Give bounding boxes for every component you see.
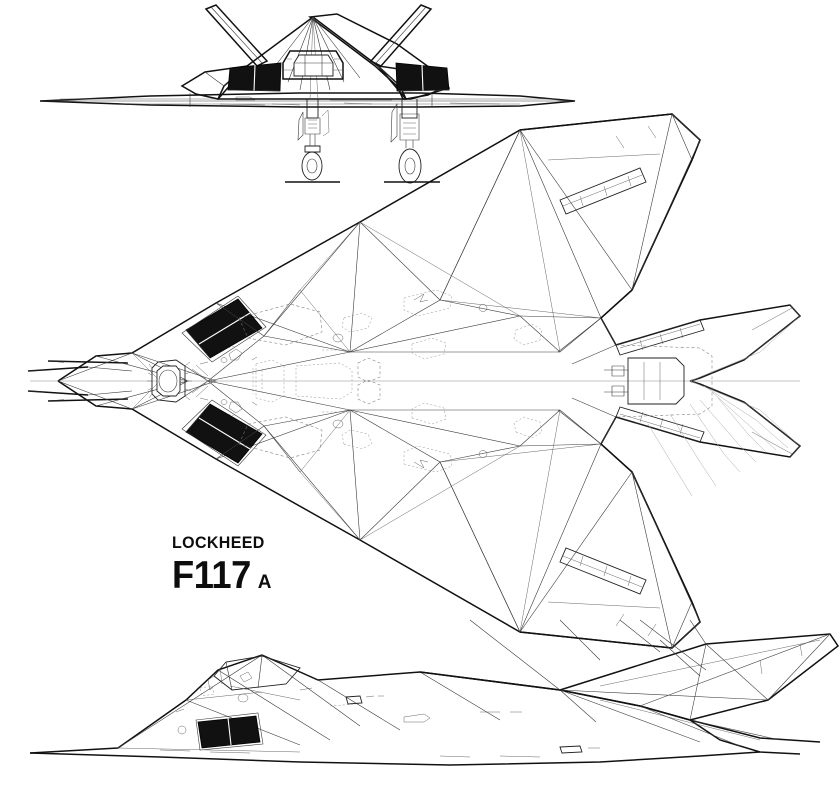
front-view-canopy [282,50,344,80]
front-view-tailfins [204,4,433,67]
title-block: LOCKHEED F117 A [172,533,271,596]
plan-elevons [557,317,705,445]
plan-nose-probes [27,360,133,402]
plan-exhaust [604,315,801,497]
front-view-intake-grilles [227,62,450,92]
designation-label: F117 [172,554,251,597]
side-view-canopy [207,655,301,691]
plan-hidden-outlines [227,303,381,459]
side-view-wing [419,671,821,747]
front-view-main-gear [384,99,440,184]
manufacturer-label: LOCKHEED [172,533,265,552]
front-view [39,4,576,184]
front-view-nose-gear [285,99,340,183]
side-view [29,619,840,766]
designation-line: F117 A [172,556,271,596]
plan-intake-grilles [181,295,267,467]
plan-upper-facets [207,129,633,382]
side-view-tailfin [469,619,840,721]
plan-tailfins [519,113,701,649]
designation-suffix-label: A [257,572,272,593]
plan-view [27,113,802,649]
plan-wingtips [671,113,801,649]
side-view-panels [117,671,600,758]
front-view-wing [39,92,576,108]
plan-wing-panel-lines [215,221,602,541]
plan-lower-panels [199,397,543,473]
side-view-intake-grille [195,712,264,751]
plan-canopy [147,359,209,403]
plan-lower-facets [207,380,633,633]
plan-upper-panels [199,289,543,365]
